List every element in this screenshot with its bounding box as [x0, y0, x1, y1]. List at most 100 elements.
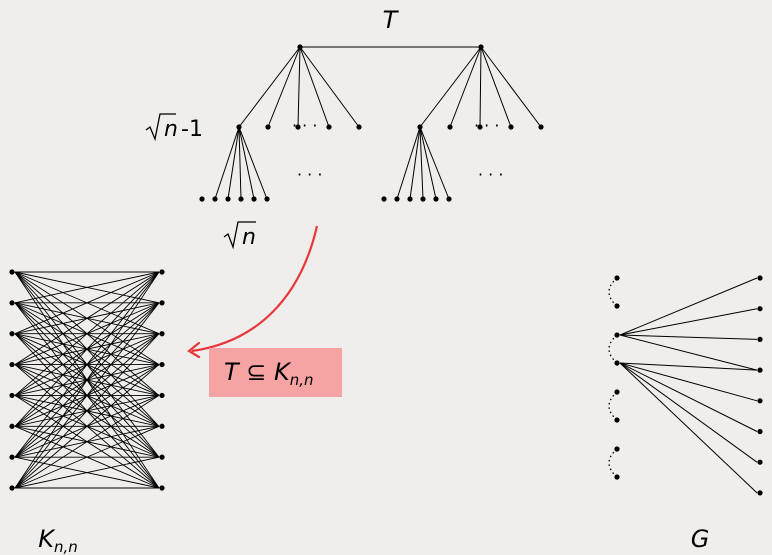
tree-t: T n -1 n · · · · · · · · · · · ·	[145, 6, 544, 250]
host-left-node	[614, 303, 620, 309]
knn-left-node	[9, 361, 15, 368]
host-edge	[619, 334, 758, 340]
knn-right-node	[159, 331, 165, 337]
radical-sign	[223, 221, 256, 250]
host-edge	[619, 334, 758, 371]
tree-leaf-node	[251, 196, 257, 202]
branch-radicand: n	[164, 117, 178, 142]
host-graph-g: G	[608, 275, 763, 553]
tree-child-node	[447, 124, 453, 130]
host-edge	[619, 277, 758, 336]
tree-leaf-node	[433, 196, 439, 202]
knn-edge	[14, 271, 160, 458]
host-right-node	[757, 367, 763, 373]
tree-edge	[238, 46, 301, 128]
host-left-node	[614, 446, 620, 452]
tree-edge	[449, 46, 482, 128]
knn-right-node	[159, 485, 165, 491]
ellipsis-left-children: · · ·	[292, 116, 317, 135]
host-right-node	[757, 398, 763, 404]
host-edge	[619, 362, 758, 494]
tree-edge	[297, 46, 301, 128]
knn-edge	[14, 271, 160, 489]
knn-edge	[14, 271, 160, 335]
tree-child-node	[356, 124, 362, 130]
tree-edge	[479, 46, 482, 128]
host-right-node	[757, 490, 763, 496]
tree-child-node	[538, 124, 544, 130]
host-left-node	[614, 275, 620, 281]
host-right-node	[757, 306, 763, 312]
knn-nodes	[9, 269, 165, 491]
knn-left-node	[9, 454, 15, 460]
host-right-node	[757, 336, 763, 342]
tree-leaf-edge	[238, 126, 255, 200]
tree-nodes	[199, 44, 544, 202]
host-edge	[619, 362, 758, 432]
knn-right-node	[159, 423, 165, 429]
knn-left-node	[9, 485, 15, 491]
tree-edge	[480, 46, 512, 128]
tree-edge	[299, 46, 330, 128]
tree-child-node	[477, 124, 483, 130]
tree-leaf-node	[407, 196, 413, 202]
host-left-node	[614, 332, 620, 338]
tree-edge	[299, 46, 360, 128]
embedding-label: T ⊆ Kn,n	[224, 358, 314, 389]
tree-leaf-node	[420, 196, 426, 202]
ellipsis-right-leaves: · · ·	[478, 165, 503, 184]
knn-edge	[14, 395, 160, 489]
knn-edge	[14, 271, 160, 365]
host-right-node	[757, 428, 763, 435]
tree-leaf-edge	[227, 126, 240, 200]
host-dotted-arc	[608, 391, 618, 421]
host-edge	[619, 362, 758, 402]
knn-edge	[14, 364, 160, 489]
knn-edge	[14, 271, 160, 427]
host-left-node	[614, 417, 620, 423]
tree-leaf-edge	[419, 126, 437, 200]
leaves-size-label: n	[223, 221, 256, 250]
knn-label: Kn,n	[38, 525, 78, 555]
knn-edge	[14, 456, 160, 489]
tree-child-node	[326, 124, 332, 130]
arrowhead	[187, 341, 201, 359]
tree-child-node	[417, 124, 423, 130]
tree-label: T	[383, 6, 400, 34]
tree-leaf-node	[446, 196, 452, 202]
knn-right-node	[159, 269, 165, 275]
host-dotted-arc	[608, 277, 618, 307]
host-left-node	[614, 474, 620, 480]
knn-left-node	[9, 423, 15, 429]
tree-root-node	[297, 44, 303, 50]
knn-edge	[14, 425, 160, 489]
host-dotted-arc	[608, 334, 618, 364]
tree-leaf-edge	[409, 126, 421, 200]
host-left-node	[614, 389, 620, 395]
embedding-arrow	[191, 225, 319, 353]
ellipsis-left-leaves: · · ·	[297, 165, 322, 184]
knn-left-node	[9, 331, 15, 337]
knn-right-node	[159, 454, 165, 460]
host-edge	[619, 308, 758, 336]
tree-edges	[214, 46, 542, 200]
host-right-node	[757, 275, 763, 281]
tree-leaf-edge	[238, 126, 268, 200]
tree-child-node	[265, 124, 271, 130]
host-edge	[619, 362, 758, 371]
tree-edge	[267, 46, 301, 128]
knn-left-node	[9, 392, 15, 399]
leaves-radicand: n	[242, 225, 256, 250]
knn-left-node	[9, 300, 15, 306]
tree-child-node	[508, 124, 514, 130]
host-nodes	[614, 275, 763, 496]
embedding-annotation: T ⊆ Kn,n	[187, 225, 342, 397]
radical-sign	[145, 113, 176, 142]
tree-leaf-edge	[214, 126, 240, 200]
knn-edge	[14, 302, 160, 489]
tree-leaf-node	[199, 196, 205, 202]
knn-left-node	[9, 269, 15, 275]
tree-leaf-node	[225, 196, 231, 202]
tree-edge	[419, 46, 482, 128]
